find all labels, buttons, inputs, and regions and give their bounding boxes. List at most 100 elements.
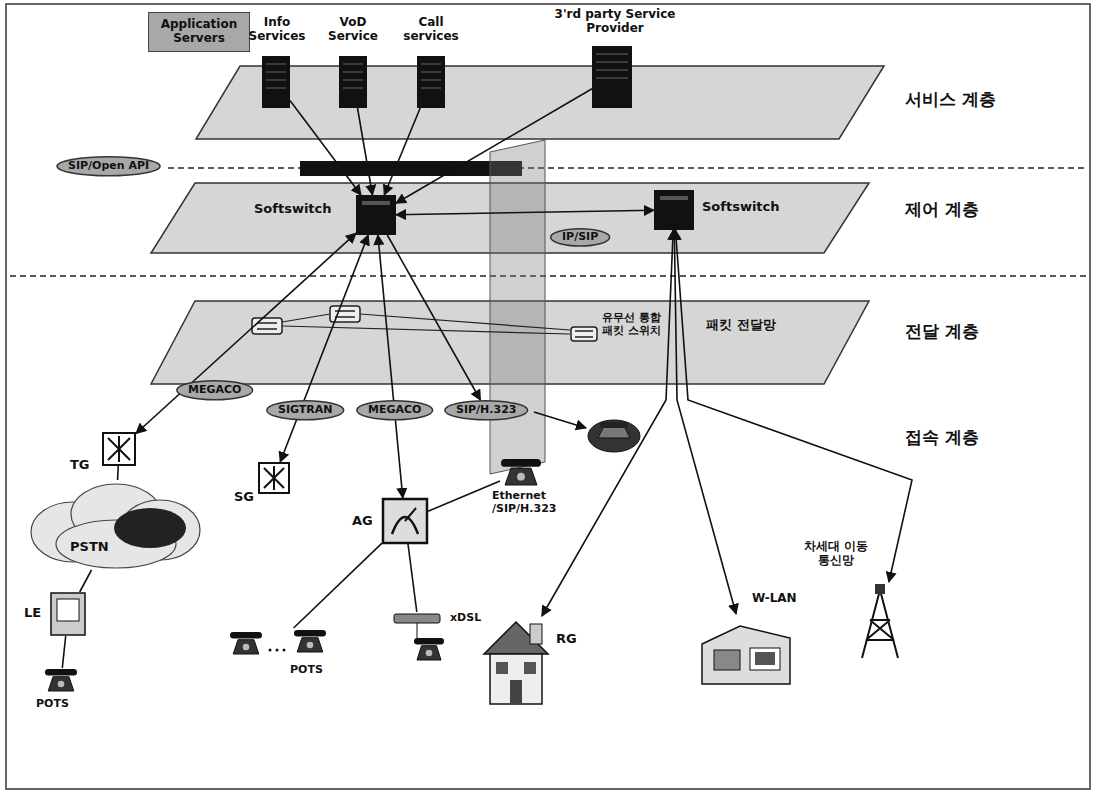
connector — [428, 481, 500, 511]
transport-plane-shape — [150, 300, 870, 385]
node-label: VoD Service — [316, 16, 390, 44]
server: Call services — [394, 16, 468, 111]
access-gateway: AG — [350, 496, 432, 550]
layer-divider — [10, 275, 1086, 277]
connector — [117, 466, 119, 480]
control-plane-shape — [150, 182, 870, 254]
connector — [80, 570, 92, 592]
protocol-oval: IP/SIP — [550, 228, 610, 247]
packet-switch: 유무선 통합 패킷 스위치 — [570, 312, 665, 352]
connector — [384, 108, 420, 195]
gw-icon — [258, 462, 290, 494]
le-icon — [50, 592, 86, 636]
packet-switch-icon — [252, 318, 282, 334]
ip-phone-icon — [588, 420, 640, 452]
trunk-gateway: TG — [66, 430, 138, 478]
connector — [290, 101, 361, 195]
connector — [136, 233, 356, 433]
local-exchange: LE — [22, 590, 90, 640]
node-label: 패킷 전달망 — [706, 318, 776, 333]
switch-link — [282, 314, 330, 322]
mobile-network: 차세대 이동통신망 — [798, 538, 918, 663]
node-label: IP/SIP — [562, 231, 598, 244]
connector — [674, 230, 736, 614]
node-label: Call services — [394, 16, 468, 44]
node-label: W-LAN — [752, 592, 797, 606]
connector — [378, 235, 403, 498]
control-plane: 제어 계층SoftswitchSoftswitchIP/SIP — [150, 182, 870, 254]
dsl-icon — [392, 612, 448, 662]
gw-icon — [102, 432, 136, 466]
server: 3'rd party Service Provider — [540, 6, 690, 111]
protocol-oval: MEGACO — [356, 400, 433, 421]
node-label: Softswitch — [254, 202, 332, 217]
protocol-oval: SIP/H.323 — [444, 400, 528, 421]
switch-link — [360, 314, 570, 330]
protocol-oval: SIGTRAN — [266, 400, 345, 421]
node-label: LE — [24, 606, 41, 621]
phone-icon — [44, 668, 78, 692]
connector — [62, 636, 65, 668]
server: Info Services — [240, 16, 314, 111]
ethernet-phone: Ethernet /SIP/H.323 — [486, 458, 582, 528]
pots-phone: POTS — [28, 668, 98, 720]
service-plane: 서비스 계층Info ServicesVoD ServiceCall servi… — [195, 65, 885, 140]
api-bar — [300, 161, 522, 176]
node-label: 제어 계층 — [905, 200, 979, 220]
app-servers-box: Application Servers — [148, 12, 250, 52]
connector — [542, 230, 673, 616]
node-label: SG — [234, 490, 254, 505]
ag-icon — [382, 498, 428, 544]
connector — [676, 230, 913, 582]
server-icon — [339, 56, 367, 108]
connector — [294, 543, 382, 628]
layer-label: 접속 계층 — [905, 428, 979, 448]
node-label: Application Servers — [157, 18, 241, 46]
node-label: Softswitch — [702, 200, 780, 215]
connector — [387, 235, 480, 400]
server-icon — [592, 46, 632, 108]
softswitch: Softswitch — [652, 188, 802, 234]
softswitch: Softswitch — [252, 192, 398, 238]
xdsl-modem: xDSL — [388, 600, 488, 666]
connector — [280, 235, 368, 462]
connector — [396, 210, 654, 214]
connector — [408, 544, 417, 612]
node-label: SIP/Open API — [68, 160, 149, 173]
server-icon — [262, 56, 290, 108]
pots-phones: POTS — [226, 628, 330, 688]
bldg-icon — [700, 614, 792, 686]
node-label: SIGTRAN — [278, 404, 333, 417]
node-label: TG — [70, 458, 90, 473]
pstn-cloud-shape — [28, 480, 203, 570]
server-icon — [417, 56, 445, 108]
node-label: AG — [352, 514, 373, 529]
ss-icon — [654, 190, 694, 230]
connector — [358, 108, 373, 195]
node-label: POTS — [290, 664, 323, 677]
phones-icon — [228, 628, 328, 658]
service-plane-shape — [195, 65, 885, 140]
residential-gateway: RG — [478, 612, 588, 712]
node-label: POTS — [36, 698, 69, 711]
layer-divider — [168, 167, 1086, 169]
protocol-oval: MEGACO — [176, 380, 253, 401]
node-label: RG — [556, 632, 577, 647]
node-label: Ethernet /SIP/H.323 — [492, 490, 582, 515]
node-label: 서비스 계층 — [905, 90, 996, 110]
node-label: 차세대 이동통신망 — [800, 540, 872, 568]
server: VoD Service — [316, 16, 390, 111]
network-partition — [490, 140, 545, 474]
connector — [396, 89, 592, 204]
packet-switch-icon — [330, 306, 360, 322]
ss-icon — [356, 195, 396, 235]
node-label: MEGACO — [188, 384, 241, 397]
node-label: 전달 계층 — [905, 322, 979, 342]
signaling-gateway: SG — [232, 460, 294, 508]
pstn-cloud: PSTN — [28, 480, 203, 570]
tower-icon — [856, 582, 904, 660]
house-icon — [480, 616, 552, 706]
protocol-oval: SIP/Open API — [56, 156, 161, 177]
